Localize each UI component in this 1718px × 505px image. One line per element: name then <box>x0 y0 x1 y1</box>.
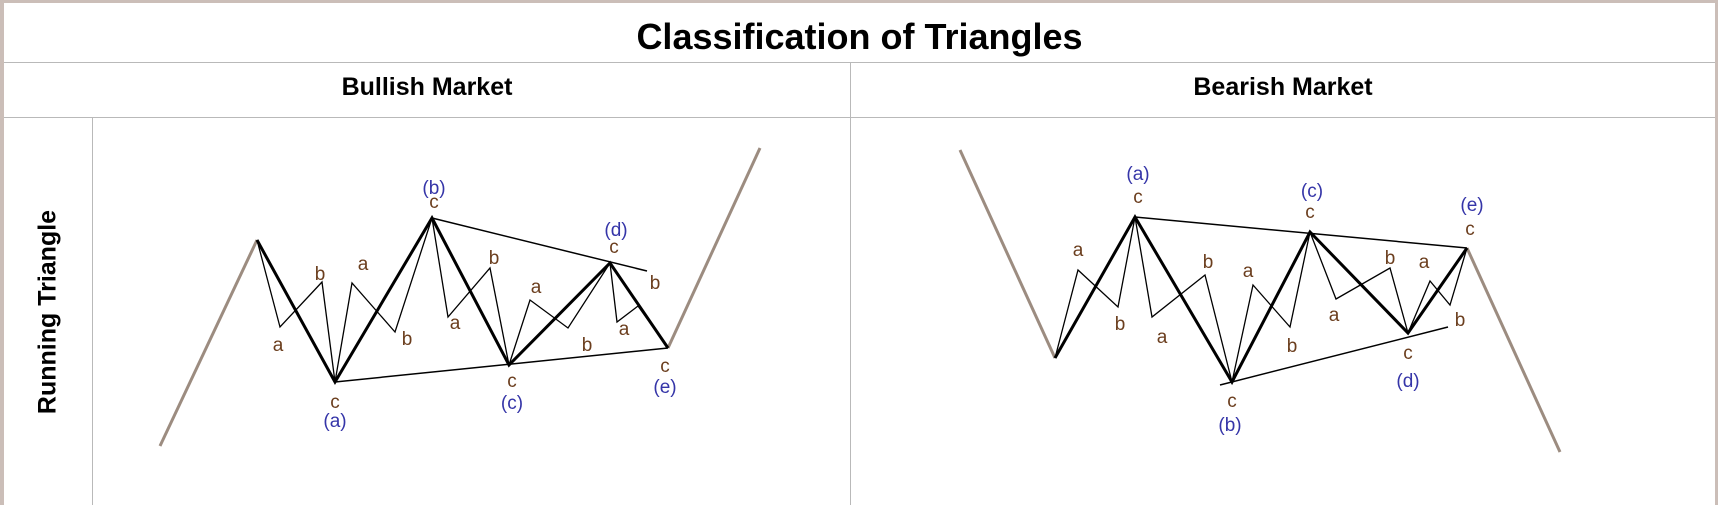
bear-sub-label: a <box>1157 327 1168 348</box>
bull-degree-label: (a) <box>323 411 346 432</box>
prior-trend-line <box>958 149 1057 359</box>
bull-sub-label: a <box>358 254 369 275</box>
bull-sub-label: a <box>531 277 542 298</box>
bull-sub-label: a <box>450 313 461 334</box>
bull-sub-label: c <box>609 237 619 258</box>
bull-sub-label: b <box>402 329 413 350</box>
row-label-divider <box>92 118 93 505</box>
bear-degree-label: (d) <box>1396 371 1419 392</box>
upper-boundary-line <box>1134 216 1468 249</box>
title-divider <box>4 62 1715 63</box>
bull-sub-label: c <box>507 371 517 392</box>
breakout-trend-line <box>1465 247 1562 453</box>
bull-sub-label: a <box>619 319 630 340</box>
breakout-trend-line <box>666 147 762 349</box>
lower-boundary-line <box>334 347 669 383</box>
bearish-running-triangle-diagram: a b c a b c a b c a b c a b c (a) (b) (c… <box>958 149 1562 453</box>
page-title: Classification of Triangles <box>636 16 1083 57</box>
bear-degree-label: (c) <box>1301 181 1323 202</box>
lower-boundary-line <box>1219 326 1449 386</box>
bull-degree-label: (d) <box>604 220 627 241</box>
main-wave-path <box>1053 214 1469 386</box>
bear-sub-label: c <box>1227 391 1237 412</box>
column-header-bearish: Bearish Market <box>1193 73 1373 101</box>
bear-sub-label: a <box>1243 261 1254 282</box>
bull-sub-label: b <box>650 273 661 294</box>
bear-sub-label: a <box>1419 252 1430 273</box>
bull-sub-label: c <box>660 356 670 377</box>
bear-degree-label: (a) <box>1126 164 1149 185</box>
sub-wave-path <box>1054 216 1468 383</box>
bull-degree-label: (c) <box>501 393 523 414</box>
bull-degree-label: (b) <box>422 178 445 199</box>
bear-sub-label: c <box>1465 219 1475 240</box>
bull-sub-label: b <box>582 335 593 356</box>
header-divider <box>4 117 1715 118</box>
column-header-bullish: Bullish Market <box>341 73 513 101</box>
prior-trend-line <box>158 239 259 447</box>
bear-sub-label: b <box>1203 252 1214 273</box>
bear-sub-label: c <box>1403 343 1413 364</box>
bull-sub-label: a <box>273 335 284 356</box>
bear-sub-label: c <box>1305 202 1315 223</box>
bull-sub-label: c <box>330 392 340 413</box>
bear-sub-label: b <box>1287 336 1298 357</box>
bull-sub-label: b <box>489 248 500 269</box>
bull-sub-label: b <box>315 264 326 285</box>
bear-degree-label: (b) <box>1218 415 1241 436</box>
bear-sub-label: b <box>1455 310 1466 331</box>
column-divider <box>850 62 851 505</box>
bull-degree-label: (e) <box>653 377 676 398</box>
sub-wave-path <box>256 217 669 383</box>
bull-sub-label: c <box>429 192 439 213</box>
bear-sub-label: b <box>1115 314 1126 335</box>
bear-sub-label: a <box>1329 305 1340 326</box>
bullish-running-triangle-diagram: a b c a b c a b c a b c a b c (a) (b) (c… <box>158 147 762 447</box>
bear-sub-label: b <box>1385 248 1396 269</box>
bear-sub-label: c <box>1133 187 1143 208</box>
bear-sub-label: a <box>1073 240 1084 261</box>
bear-degree-label: (e) <box>1460 195 1483 216</box>
